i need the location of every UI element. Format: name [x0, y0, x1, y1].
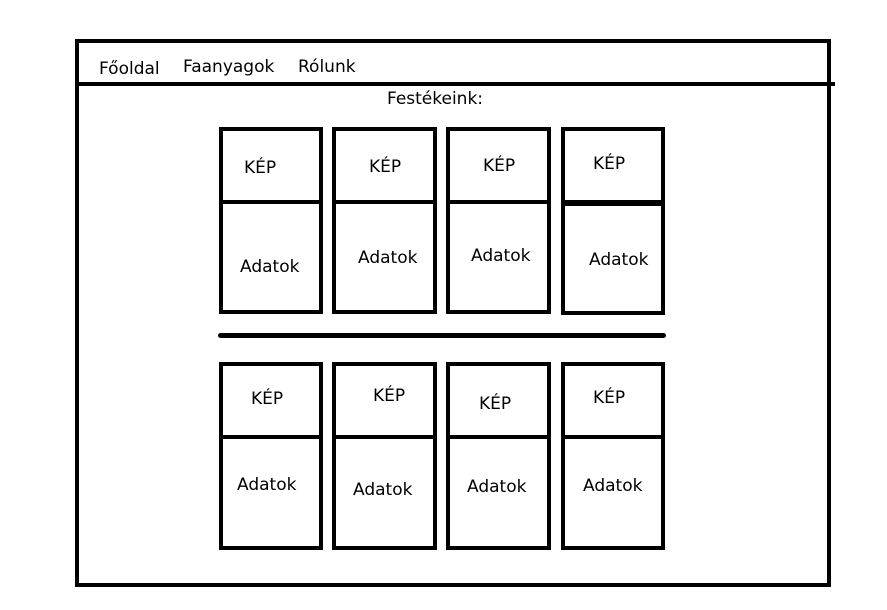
data-label: Adatok — [583, 476, 643, 496]
product-data-box[interactable] — [561, 202, 665, 315]
product-data-box[interactable] — [446, 435, 551, 550]
data-label: Adatok — [240, 257, 300, 277]
section-title: Festékeink: — [386, 89, 484, 109]
product-data-box[interactable] — [332, 435, 437, 550]
data-label: Adatok — [467, 477, 527, 497]
product-data-box[interactable] — [219, 435, 323, 550]
nav-item-faanyagok[interactable]: Faanyagok — [183, 57, 275, 77]
image-placeholder-label: KÉP — [244, 158, 277, 178]
image-placeholder-label: KÉP — [593, 388, 626, 408]
product-data-box[interactable] — [446, 200, 551, 314]
data-label: Adatok — [353, 480, 413, 500]
image-placeholder-label: KÉP — [483, 156, 516, 176]
image-placeholder-label: KÉP — [479, 394, 512, 414]
page-frame — [75, 39, 831, 587]
image-placeholder-label: KÉP — [369, 157, 402, 177]
nav-item-rolunk[interactable]: Rólunk — [298, 57, 356, 77]
image-placeholder-label: KÉP — [251, 389, 284, 409]
data-label: Adatok — [237, 475, 297, 495]
product-data-box[interactable] — [219, 200, 323, 314]
product-image-placeholder[interactable] — [332, 362, 437, 440]
nav-divider — [75, 82, 835, 86]
product-data-box[interactable] — [332, 200, 437, 314]
nav-item-fooldal[interactable]: Főoldal — [99, 59, 160, 79]
row-divider — [218, 333, 666, 338]
product-image-placeholder[interactable] — [446, 362, 551, 440]
data-label: Adatok — [358, 248, 418, 268]
image-placeholder-label: KÉP — [593, 154, 626, 174]
product-image-placeholder[interactable] — [219, 362, 323, 440]
product-data-box[interactable] — [561, 435, 665, 550]
data-label: Adatok — [471, 246, 531, 266]
data-label: Adatok — [589, 250, 649, 270]
product-image-placeholder[interactable] — [446, 127, 551, 204]
product-image-placeholder[interactable] — [561, 362, 665, 440]
image-placeholder-label: KÉP — [373, 386, 406, 406]
product-image-placeholder[interactable] — [561, 127, 665, 204]
